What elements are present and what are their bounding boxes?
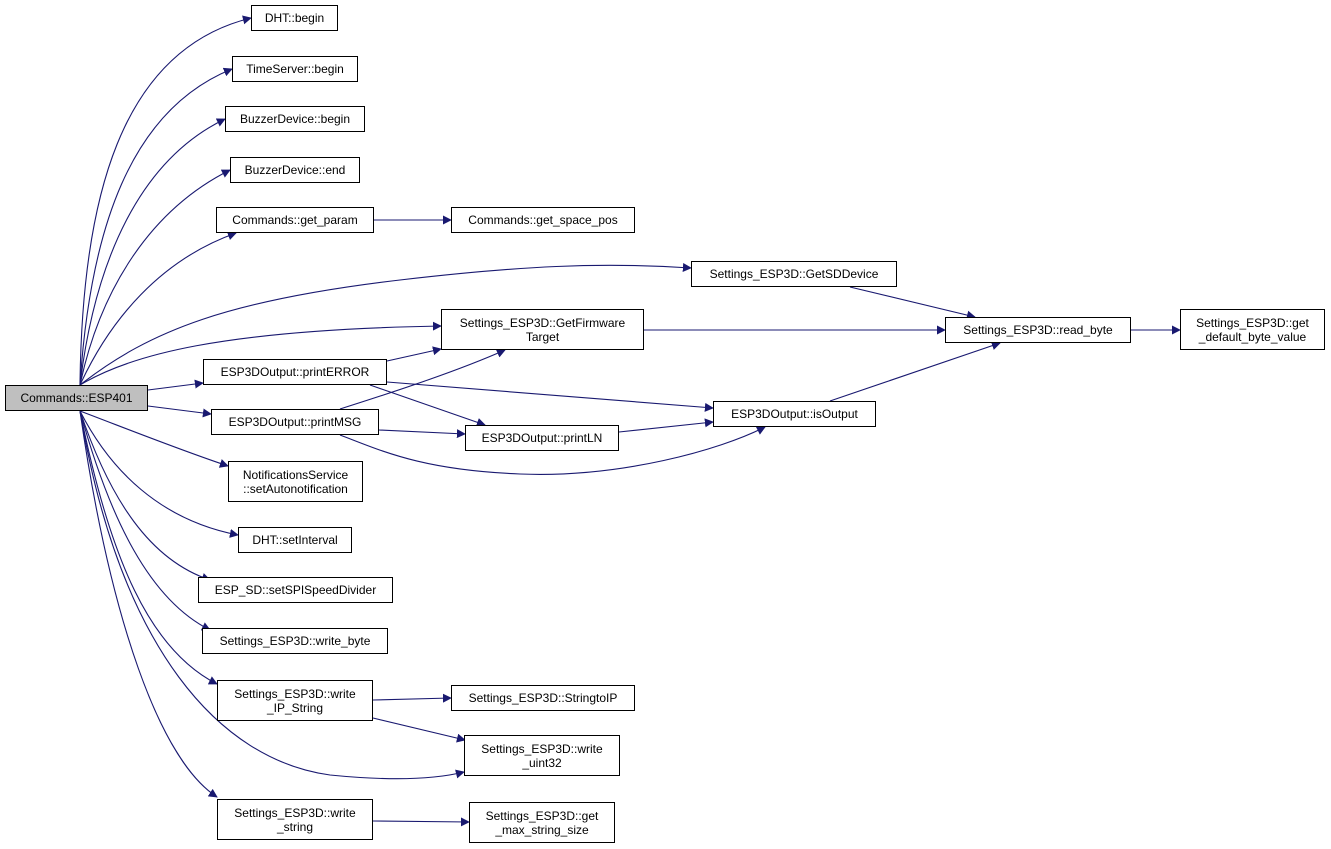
node-label-line: ESP_SD::setSPISpeedDivider: [214, 583, 377, 597]
node-label-line: TimeServer::begin: [246, 62, 344, 76]
edge-getsddevice-to-read_byte: [849, 286, 976, 320]
edge-esp401-to-printerror: [147, 379, 204, 391]
edge-esp401-to-write_byte: [79, 410, 211, 631]
edge-esp401-to-write_uint32: [79, 410, 465, 780]
node-label-line: Settings_ESP3D::write: [234, 805, 356, 820]
node-label-line: Settings_ESP3D::write_byte: [219, 634, 371, 648]
node-label-line: DHT::setInterval: [252, 533, 338, 547]
node-commands-get-space-pos[interactable]: Commands::get_space_pos: [451, 207, 635, 233]
node-label-line: Settings_ESP3D::GetFirmware: [459, 315, 626, 330]
node-commands-esp401: Commands::ESP401: [5, 385, 148, 411]
node-label-line: NotificationsService: [242, 467, 349, 482]
edge-esp401-to-getfirmware: [79, 321, 442, 386]
node-label-line: BuzzerDevice::end: [244, 163, 346, 177]
node-settings-write-string[interactable]: Settings_ESP3D::write _string: [217, 799, 373, 840]
node-dht-begin[interactable]: DHT::begin: [251, 5, 338, 31]
edge-printmsg-to-isoutput: [339, 426, 766, 475]
node-label-line: Settings_ESP3D::read_byte: [963, 323, 1113, 337]
edge-write_ip-to-stringtoip: [372, 693, 452, 703]
edge-printmsg-to-getfirmware: [339, 349, 506, 410]
edge-esp401-to-getsddevice: [79, 262, 692, 386]
node-commands-get-param[interactable]: Commands::get_param: [216, 207, 374, 233]
node-esp3doutput-printmsg[interactable]: ESP3DOutput::printMSG: [211, 409, 379, 435]
node-esp3doutput-isoutput[interactable]: ESP3DOutput::isOutput: [713, 401, 876, 427]
node-label-line: _string: [276, 819, 314, 834]
node-settings-getsddevice[interactable]: Settings_ESP3D::GetSDDevice: [691, 261, 897, 287]
edge-println-to-isoutput: [618, 418, 714, 433]
node-notificationsservice-setautonotification[interactable]: NotificationsService ::setAutonotificati…: [228, 461, 363, 502]
node-label-line: Target: [525, 329, 560, 344]
edge-printerror-to-getfirmware: [386, 346, 442, 362]
edge-esp401-to-notif: [79, 410, 229, 468]
edge-printerror-to-println: [369, 384, 486, 427]
node-settings-get-max-string-size[interactable]: Settings_ESP3D::get _max_string_size: [469, 802, 615, 843]
node-esp3doutput-println[interactable]: ESP3DOutput::printLN: [465, 425, 619, 451]
edge-esp401-to-dht_begin: [79, 15, 252, 386]
node-settings-stringtoip[interactable]: Settings_ESP3D::StringtoIP: [451, 685, 635, 711]
node-settings-get-default-byte-value[interactable]: Settings_ESP3D::get _default_byte_value: [1180, 309, 1325, 350]
node-label-line: ESP3DOutput::printMSG: [228, 415, 362, 429]
node-settings-write-uint32[interactable]: Settings_ESP3D::write _uint32: [464, 735, 620, 776]
node-label-line: _default_byte_value: [1198, 329, 1307, 344]
edge-esp401-to-sd_spi: [79, 410, 211, 582]
edge-esp401-to-write_string: [79, 410, 218, 798]
node-label-line: Commands::get_space_pos: [468, 213, 618, 227]
node-label-line: ESP3DOutput::isOutput: [731, 407, 858, 421]
node-esp3doutput-printerror[interactable]: ESP3DOutput::printERROR: [203, 359, 387, 385]
node-settings-read-byte[interactable]: Settings_ESP3D::read_byte: [945, 317, 1131, 343]
node-label-line: Settings_ESP3D::write: [481, 741, 603, 756]
node-label-line: ESP3DOutput::printLN: [481, 431, 603, 445]
node-dht-setinterval[interactable]: DHT::setInterval: [238, 527, 352, 553]
node-label-line: Commands::ESP401: [20, 391, 133, 405]
edge-printmsg-to-println: [378, 429, 466, 439]
node-label-line: ::setAutonotification: [243, 481, 348, 496]
edge-write_ip-to-write_uint32: [372, 717, 466, 743]
edge-isoutput-to-read_byte: [829, 341, 1001, 402]
edge-esp401-to-get_param: [79, 231, 237, 386]
node-settings-write-byte[interactable]: Settings_ESP3D::write_byte: [202, 628, 388, 654]
edge-esp401-to-buzzer_end: [79, 169, 231, 386]
edge-write_string-to-get_max_string: [372, 817, 470, 827]
node-label-line: _IP_String: [266, 700, 324, 715]
node-label-line: Settings_ESP3D::write: [234, 686, 356, 701]
edge-esp401-to-printmsg: [147, 405, 212, 418]
node-label-line: ESP3DOutput::printERROR: [220, 365, 370, 379]
node-buzzerdevice-begin[interactable]: BuzzerDevice::begin: [225, 106, 365, 132]
node-label-line: Settings_ESP3D::GetSDDevice: [709, 267, 879, 281]
node-esp-sd-setspispeeddivider[interactable]: ESP_SD::setSPISpeedDivider: [198, 577, 393, 603]
node-label-line: Settings_ESP3D::StringtoIP: [468, 691, 618, 705]
node-label-line: Settings_ESP3D::get: [485, 808, 599, 823]
edge-esp401-to-timeserver_begin: [79, 67, 233, 386]
edge-esp401-to-write_ip: [79, 410, 218, 685]
node-settings-getfirmwaretarget[interactable]: Settings_ESP3D::GetFirmware Target: [441, 309, 644, 350]
node-buzzerdevice-end[interactable]: BuzzerDevice::end: [230, 157, 360, 183]
node-timeserver-begin[interactable]: TimeServer::begin: [232, 56, 358, 82]
node-label-line: Settings_ESP3D::get: [1196, 315, 1309, 330]
edge-esp401-to-buzzer_begin: [79, 118, 226, 386]
node-label-line: _uint32: [522, 755, 562, 770]
node-label-line: Commands::get_param: [232, 213, 358, 227]
node-settings-write-ip-string[interactable]: Settings_ESP3D::write _IP_String: [217, 680, 373, 721]
node-label-line: BuzzerDevice::begin: [239, 112, 351, 126]
node-label-line: DHT::begin: [264, 11, 325, 25]
edge-printerror-to-isoutput: [386, 381, 714, 412]
node-label-line: _max_string_size: [495, 822, 589, 837]
edge-esp401-to-dht_interval: [79, 410, 239, 538]
